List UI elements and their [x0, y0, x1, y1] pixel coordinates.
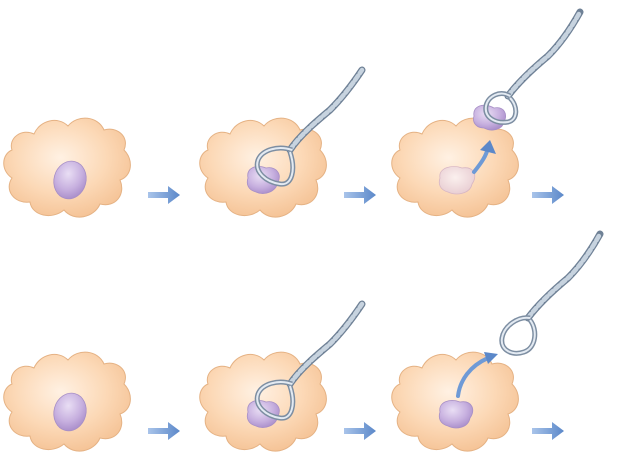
wire-loop-icon	[483, 8, 584, 125]
nucleus-cavity	[438, 166, 476, 195]
cell-top-1	[3, 117, 131, 218]
cell-bottom-3	[391, 230, 604, 452]
cell-top-3	[391, 8, 584, 218]
curved-arrow-icon	[456, 352, 498, 398]
nucleus	[53, 392, 87, 432]
cell-bottom-2	[199, 300, 366, 452]
right-arrow-icon	[532, 186, 564, 204]
wire-loop-icon	[254, 300, 366, 421]
cell-top-2	[199, 66, 366, 218]
right-arrow-icon	[344, 186, 376, 204]
cell-bottom-1	[3, 351, 131, 452]
right-arrow-icon	[532, 422, 564, 440]
wire-loop-icon	[254, 66, 366, 187]
right-arrow-icon	[344, 422, 376, 440]
nucleus	[53, 160, 87, 200]
right-arrow-icon	[148, 186, 180, 204]
curved-arrow-icon	[472, 140, 496, 174]
wire-loop-icon	[499, 230, 604, 356]
nucleus	[438, 400, 474, 429]
right-arrow-icon	[148, 422, 180, 440]
